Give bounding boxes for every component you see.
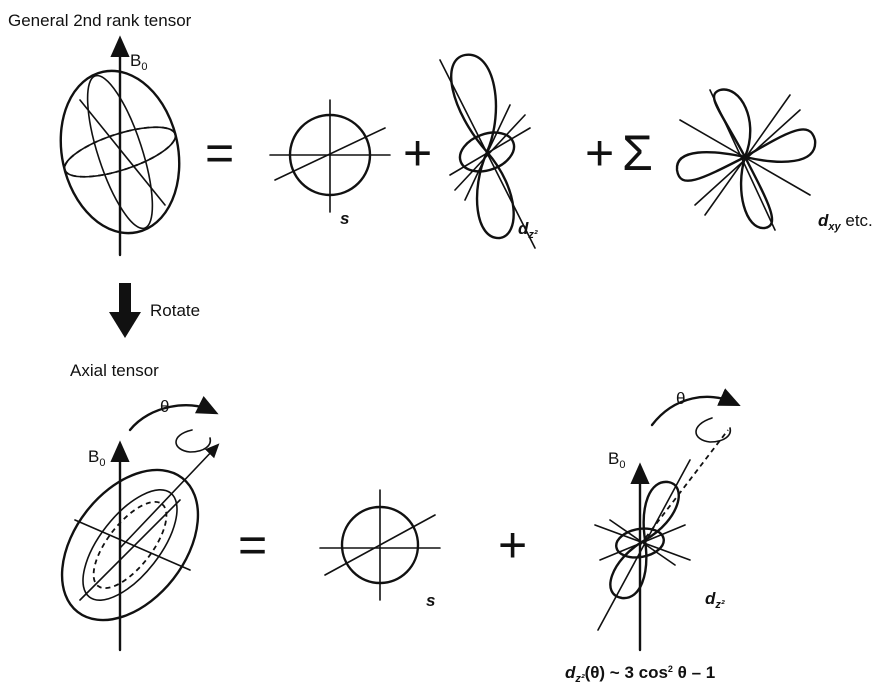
plus-top-1: +: [403, 128, 432, 178]
dz2-formula: dz²(θ) ~ 3 cos2 θ – 1: [565, 664, 715, 685]
dz2-label-top: dz²: [518, 220, 538, 241]
theta-label-dz2: θ: [676, 390, 685, 407]
s-orbital-bottom: [320, 490, 440, 600]
rotation-arrow-icon: [130, 405, 210, 452]
plus-top-2: +: [585, 128, 614, 178]
equals-bottom: =: [238, 520, 267, 570]
s-label-bottom: s: [426, 592, 435, 609]
b0-label-axial: B0: [88, 448, 105, 469]
dz2-label-bottom: dz²: [705, 590, 725, 611]
sigma-symbol: Σ: [622, 128, 653, 178]
s-orbital-top: [270, 100, 390, 212]
general-title: General 2nd rank tensor: [8, 12, 191, 29]
plus-bottom: +: [498, 520, 527, 570]
rotate-label: Rotate: [150, 302, 200, 319]
rotation-arrow-icon-dz2: [652, 397, 732, 442]
axial-title: Axial tensor: [70, 362, 159, 379]
equals-top: =: [205, 128, 234, 178]
axial-tensor-ellipsoid: [34, 444, 225, 650]
down-arrow-icon: [109, 283, 141, 338]
general-tensor-ellipsoid: [46, 45, 194, 255]
s-label-top: s: [340, 210, 349, 227]
theta-label-axial: θ: [160, 398, 169, 415]
b0-label-top: B0: [130, 52, 147, 73]
dxy-label: dxy etc.: [818, 212, 873, 233]
b0-label-dz2: B0: [608, 450, 625, 471]
dxy-orbital: [677, 90, 815, 230]
